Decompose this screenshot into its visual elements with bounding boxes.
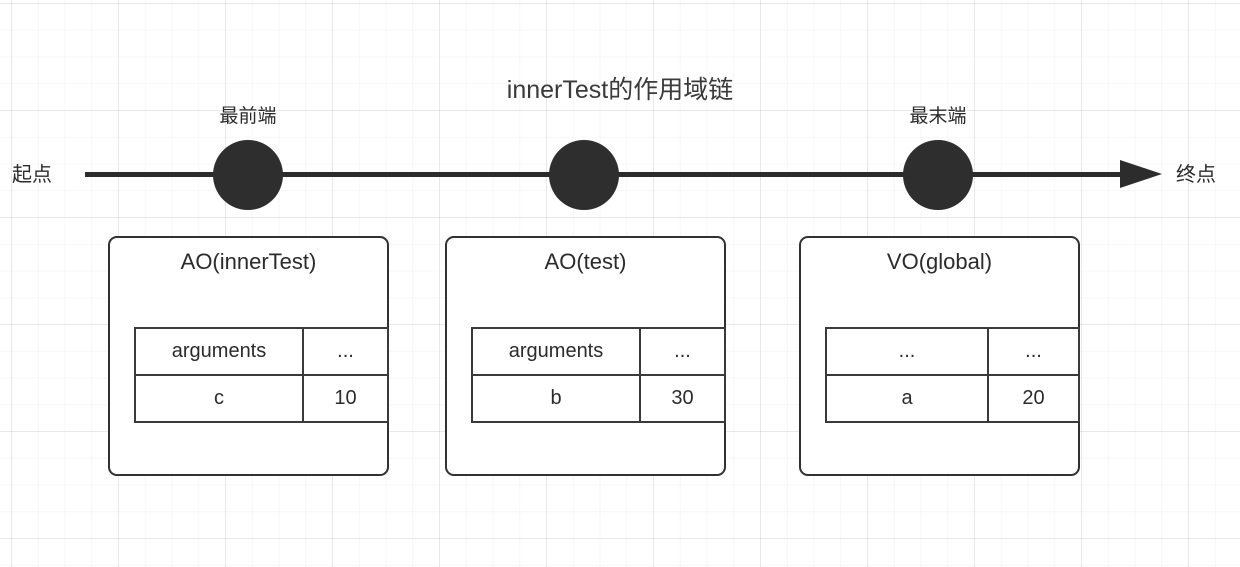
variable-table: arguments ... b 30 bbox=[471, 327, 726, 423]
arrowhead-right-icon bbox=[1120, 160, 1162, 188]
table-cell-key: b bbox=[471, 374, 641, 423]
table-row: b 30 bbox=[471, 374, 726, 423]
table-cell-value: ... bbox=[302, 327, 389, 376]
scope-box-ao-test[interactable]: AO(test) arguments ... b 30 bbox=[445, 236, 726, 476]
table-row: a 20 bbox=[825, 374, 1080, 423]
table-cell-value: ... bbox=[639, 327, 726, 376]
scope-box-title: AO(innerTest) bbox=[180, 249, 317, 274]
scope-node-circle-2[interactable] bbox=[549, 140, 619, 210]
variable-table: arguments ... c 10 bbox=[134, 327, 389, 423]
table-cell-value: 10 bbox=[302, 374, 389, 423]
table-cell-value: 20 bbox=[987, 374, 1080, 423]
scope-box-vo-global[interactable]: VO(global) ... ... a 20 bbox=[799, 236, 1080, 476]
table-row: arguments ... bbox=[471, 327, 726, 376]
table-cell-key: c bbox=[134, 374, 304, 423]
table-row: arguments ... bbox=[134, 327, 389, 376]
table-row: ... ... bbox=[825, 327, 1080, 376]
page-title: innerTest的作用域链 bbox=[506, 76, 734, 104]
scope-box-ao-innertest[interactable]: AO(innerTest) arguments ... c 10 bbox=[108, 236, 389, 476]
scope-node-circle-1[interactable] bbox=[213, 140, 283, 210]
scope-box-title: VO(global) bbox=[886, 249, 993, 274]
table-cell-value: ... bbox=[987, 327, 1080, 376]
node-caption-front: 最前端 bbox=[219, 106, 277, 127]
scope-box-title: AO(test) bbox=[544, 249, 627, 274]
variable-table: ... ... a 20 bbox=[825, 327, 1080, 423]
table-cell-value: 30 bbox=[639, 374, 726, 423]
node-caption-end: 最末端 bbox=[909, 106, 967, 127]
axis-start-label: 起点 bbox=[12, 164, 52, 186]
table-row: c 10 bbox=[134, 374, 389, 423]
axis-end-label: 终点 bbox=[1176, 164, 1216, 186]
table-cell-key: arguments bbox=[471, 327, 641, 376]
table-cell-key: a bbox=[825, 374, 989, 423]
scope-node-circle-3[interactable] bbox=[903, 140, 973, 210]
table-cell-key: ... bbox=[825, 327, 989, 376]
table-cell-key: arguments bbox=[134, 327, 304, 376]
